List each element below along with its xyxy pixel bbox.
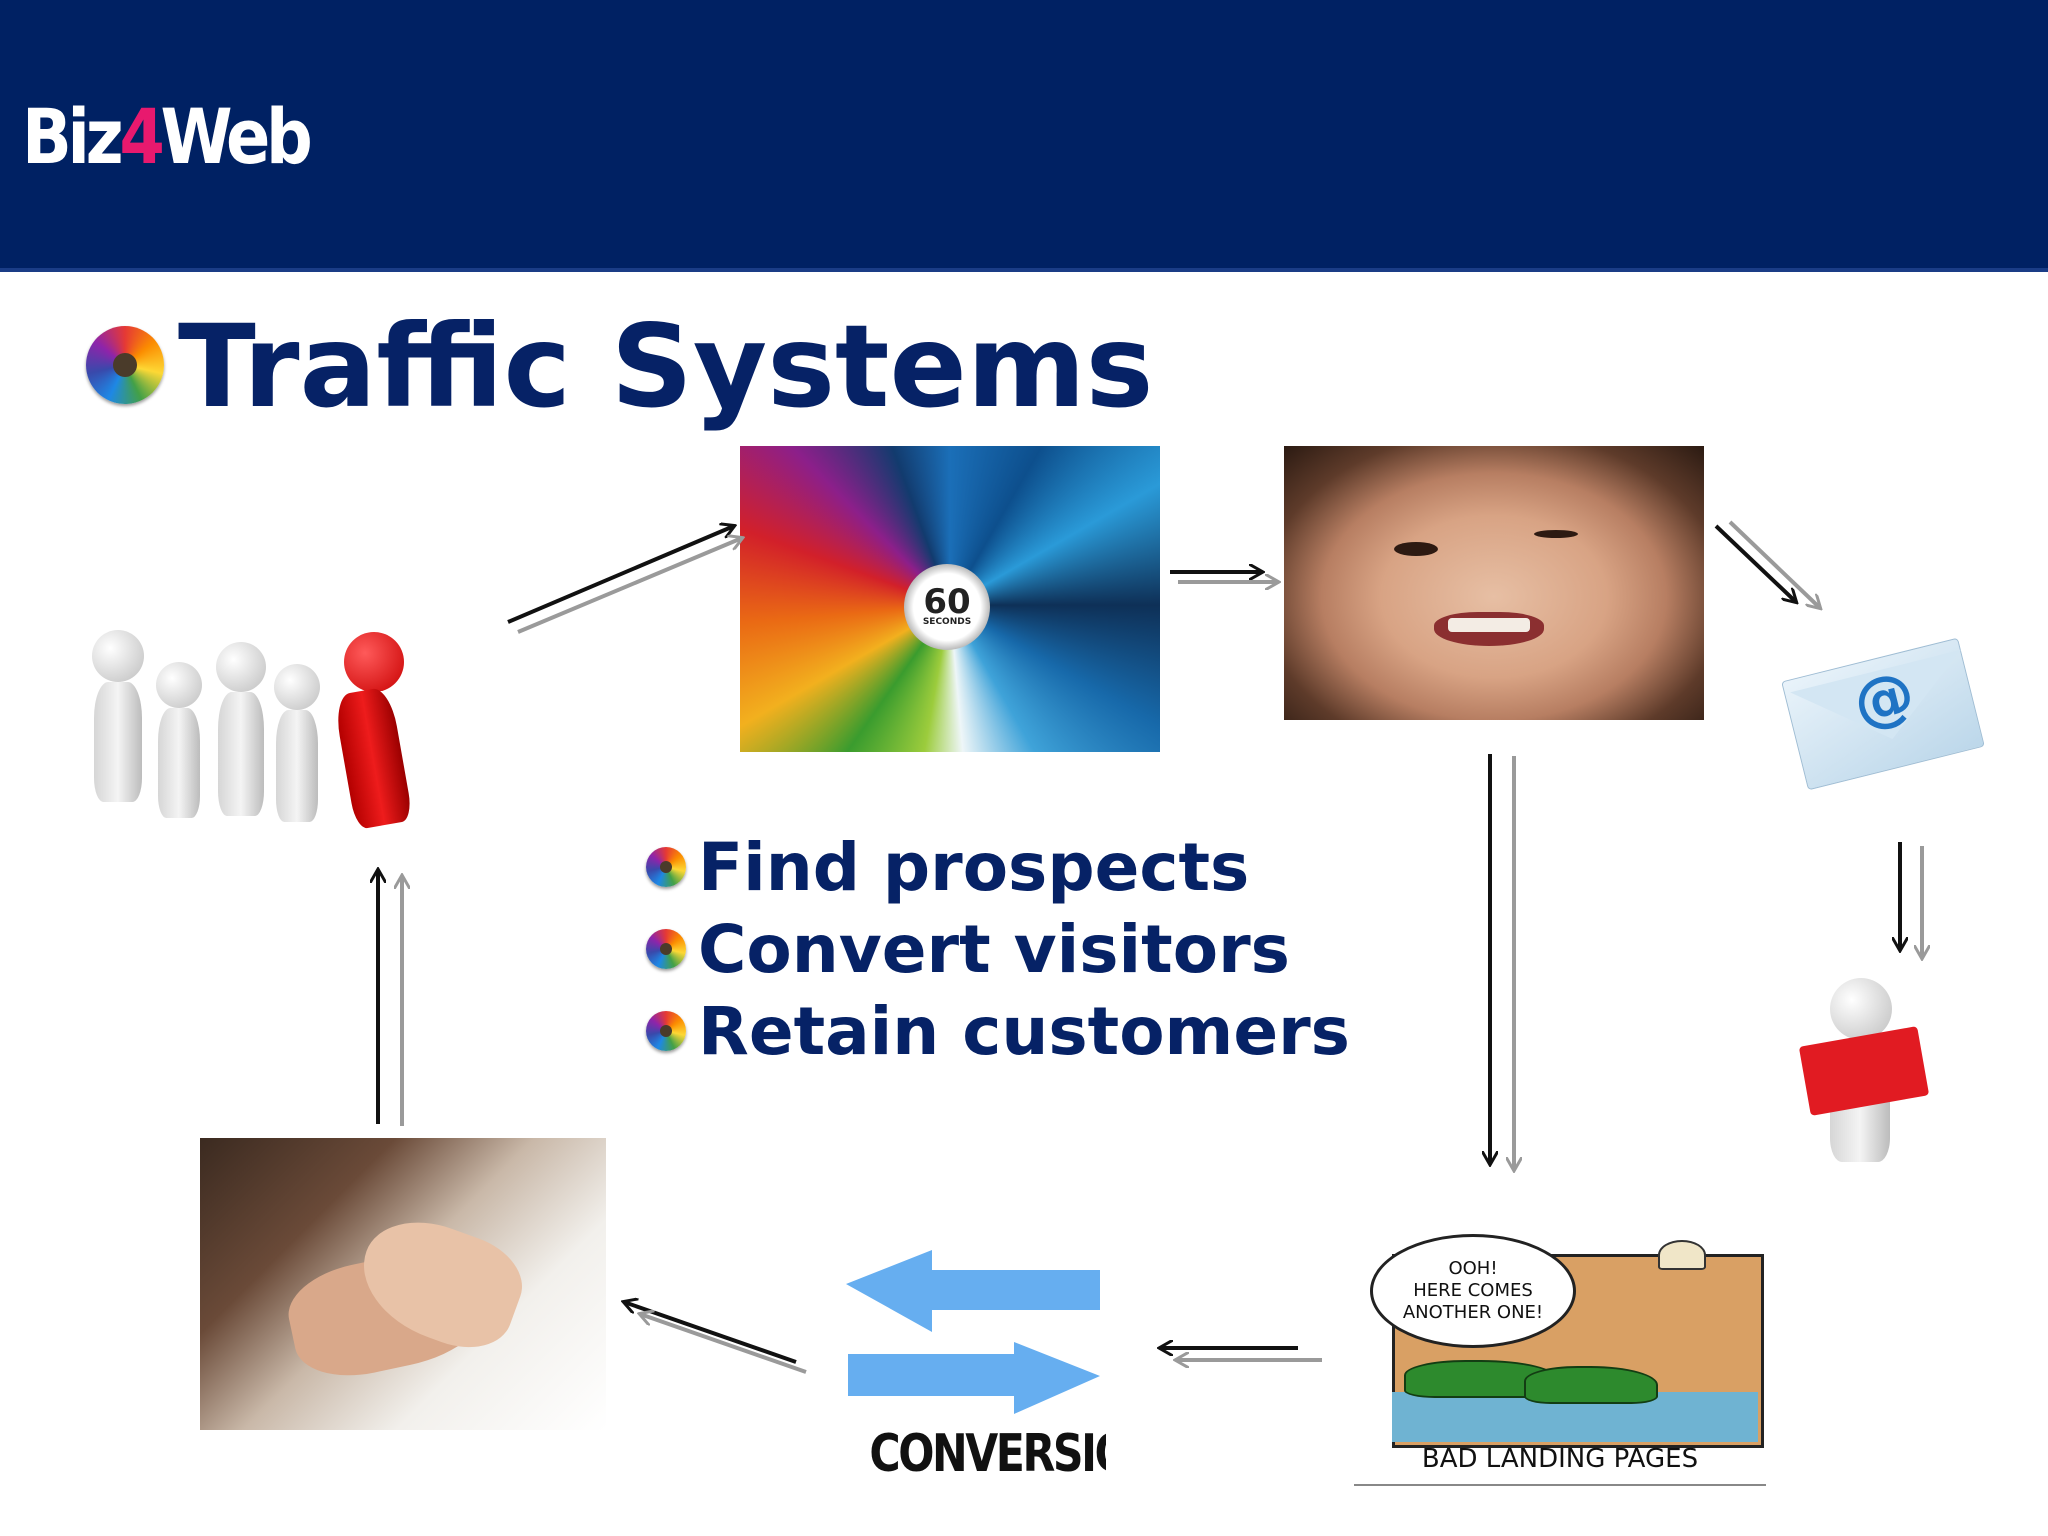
comic-caption: BAD LANDING PAGES xyxy=(1421,1444,1699,1474)
color-wheel-icon xyxy=(646,847,686,887)
color-wheel-icon xyxy=(646,1011,686,1051)
bullet-list: Find prospects Convert visitors Retain c… xyxy=(646,826,1350,1072)
arrow-conversion-to-handshake xyxy=(624,1302,807,1374)
biz4web-logo[interactable]: Biz4Web xyxy=(22,92,313,181)
crocodile xyxy=(1524,1366,1658,1404)
figure-head xyxy=(1830,978,1892,1040)
bullet-item: Convert visitors xyxy=(646,908,1350,990)
comic-speech-bubble: OOH! HERE COMES ANOTHER ONE! xyxy=(1370,1234,1576,1348)
speech-line: OOH! xyxy=(1448,1258,1498,1279)
bullet-item: Find prospects xyxy=(646,826,1350,908)
logo-text-biz: Biz xyxy=(22,92,124,181)
running-people-icon xyxy=(56,620,494,848)
arrow-handshake-to-people xyxy=(378,870,402,1126)
conversion-label: CONVERSION xyxy=(869,1424,1106,1484)
slide-title: Traffic Systems xyxy=(178,300,1154,433)
arrow-people-to-infographic xyxy=(507,526,742,634)
bullet-text: Find prospects xyxy=(698,828,1250,906)
header-bar: Biz4Web xyxy=(0,0,2048,272)
face-eye-right xyxy=(1534,530,1578,538)
bullet-text: Convert visitors xyxy=(698,910,1290,988)
speech-line: ANOTHER ONE! xyxy=(1402,1302,1544,1323)
infographic-unit: SECONDS xyxy=(922,617,972,627)
arrow-face-to-envelope xyxy=(1714,520,1820,608)
arrow-envelope-to-mailman xyxy=(1900,842,1922,958)
conversion-graphic: CONVERSION xyxy=(846,1244,1106,1488)
internet-60-seconds-infographic: 60 SECONDS xyxy=(740,446,1160,752)
color-wheel-icon xyxy=(86,326,164,404)
person-with-envelope-icon xyxy=(1734,970,1994,1176)
bullet-item: Retain customers xyxy=(646,990,1350,1072)
infographic-number: 60 xyxy=(923,582,971,622)
bad-landing-pages-comic: OOH! HERE COMES ANOTHER ONE! BAD LANDING… xyxy=(1354,1224,1766,1486)
logo-text-four: 4 xyxy=(119,92,164,181)
parachute-icon xyxy=(1658,1240,1706,1270)
frowning-face-photo xyxy=(1284,446,1704,720)
arrow-comic-to-conversion xyxy=(1160,1348,1322,1360)
handshake-photo xyxy=(200,1138,606,1430)
face-eye-left xyxy=(1394,542,1438,556)
arrow-infographic-to-face xyxy=(1170,572,1278,582)
logo-text-web: Web xyxy=(160,92,313,181)
bullet-text: Retain customers xyxy=(698,992,1350,1070)
speech-line: HERE COMES xyxy=(1413,1280,1533,1301)
arrow-face-to-comic xyxy=(1490,754,1514,1170)
conversion-arrows-icon xyxy=(846,1250,1100,1414)
color-wheel-icon xyxy=(646,929,686,969)
stopwatch-icon: 60 SECONDS xyxy=(904,564,990,650)
face-teeth xyxy=(1448,618,1530,632)
